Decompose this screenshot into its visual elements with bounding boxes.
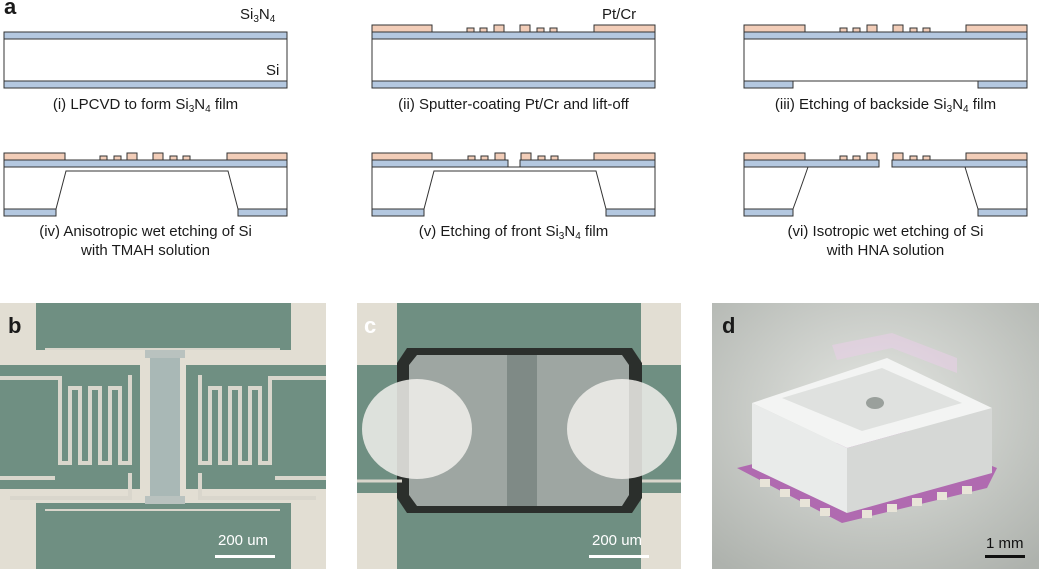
- scale-label-b: 200 um: [218, 532, 269, 549]
- step-vi-caption-line1: (vi) Isotropic wet etching of Si: [787, 223, 984, 240]
- si3n4-label: Si3N4: [240, 6, 276, 25]
- panel-label-b: b: [8, 313, 22, 338]
- step-v-cross-section: [371, 152, 656, 217]
- scale-bar-c: [589, 555, 649, 558]
- step-vi-cross-section: [743, 152, 1028, 217]
- step-v-caption: (v) Etching of front Si3N4 film: [418, 223, 609, 242]
- step-ii-cross-section: [371, 24, 656, 89]
- step-iv-caption: (iv) Anisotropic wet etching of Si with …: [0, 222, 291, 260]
- ptcr-label: Pt/Cr: [602, 6, 637, 23]
- device-photo-d-drawing: [712, 303, 1039, 569]
- panel-label-d: d: [722, 313, 736, 338]
- scale-label-d: 1 mm: [986, 535, 1024, 552]
- scale-bar-d: [985, 555, 1025, 558]
- si-label: Si: [266, 62, 280, 79]
- scale-bar-b: [215, 555, 275, 558]
- step-vi-caption: (vi) Isotropic wet etching of Si with HN…: [740, 222, 1031, 260]
- step-iv-caption-line1: (iv) Anisotropic wet etching of Si: [39, 223, 252, 240]
- panel-label-c: c: [364, 313, 377, 338]
- device-photo-d: 1 mm: [712, 303, 1039, 569]
- step-iv-caption-line2: with TMAH solution: [81, 242, 210, 259]
- step-iv-cross-section: [3, 152, 288, 217]
- micrograph-b-drawing: [0, 303, 326, 569]
- step-vi-caption-line2: with HNA solution: [826, 242, 945, 259]
- panel-label-a: a: [4, 0, 17, 19]
- micrograph-c: 200 um: [357, 303, 681, 569]
- step-i-cross-section: [3, 31, 288, 89]
- step-i-caption: (i) LPCVD to form Si3N4 film: [52, 96, 239, 115]
- scale-label-c: 200 um: [592, 532, 643, 549]
- step-iii-caption: (iii) Etching of backside Si3N4 film: [774, 96, 997, 115]
- step-ii-caption: (ii) Sputter-coating Pt/Cr and lift-off: [398, 96, 629, 113]
- micrograph-c-drawing: [357, 303, 681, 569]
- step-iii-cross-section: [743, 24, 1028, 89]
- micrograph-b: 200 um: [0, 303, 326, 569]
- process-flow-diagram: [3, 24, 1028, 217]
